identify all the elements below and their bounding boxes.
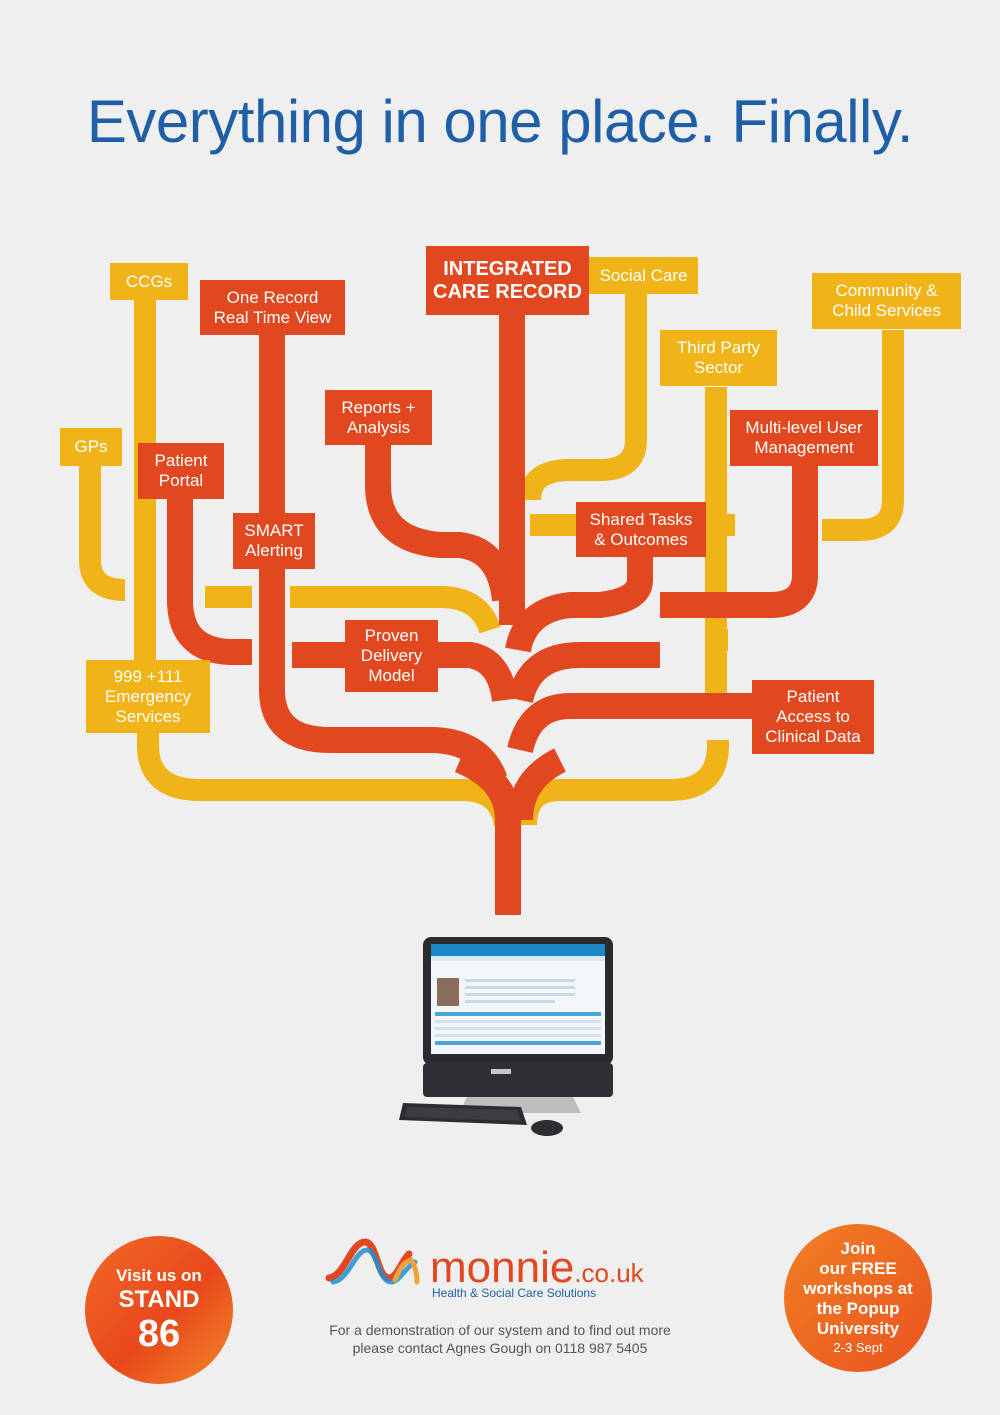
node-patient-portal: Patient Portal [138,443,224,499]
branch-yellow-left2 [290,586,501,634]
node-third-party: Third Party Sector [660,330,777,386]
contact-info: For a demonstration of our system and to… [200,1321,800,1357]
branch-proven-right [422,642,518,703]
node-multi-level: Multi-level User Management [730,410,878,466]
stand-badge-line1: Visit us on [116,1266,202,1285]
node-ccgs: CCGs [110,263,188,300]
node-proven-delivery: Proven Delivery Model [345,620,438,692]
workshop-dates: 2-3 Sept [833,1340,883,1355]
stand-badge-line2: STAND [118,1286,200,1313]
stand-badge: Visit us on STAND 86 [85,1236,233,1384]
branch-reports [365,440,518,602]
monitor-icon [423,937,613,1113]
brand-tld: .co.uk [574,1258,644,1288]
monnie-logo-wave [325,1238,420,1285]
node-smart-alerting: SMART Alerting [233,513,315,569]
branch-one-record [259,335,508,786]
branch-community [822,330,904,541]
node-community: Community & Child Services [812,273,961,329]
node-shared-tasks: Shared Tasks & Outcomes [576,502,706,557]
branch-multi-level [660,465,818,618]
workshop-line-2: our FREE [819,1259,897,1278]
branch-social-care [519,290,647,501]
workshop-line-4: the Popup [816,1299,900,1318]
workshop-line-1: Join [840,1239,876,1258]
branch-shared [505,555,653,653]
brand-tagline: Health & Social Care Solutions [432,1286,597,1300]
node-reports: Reports + Analysis [325,390,432,445]
node-social-care: Social Care [589,257,698,294]
branch-gps [79,462,126,601]
branch-patient-portal [167,492,252,665]
node-emergency: 999 +111 Emergency Services [86,660,210,733]
branch-join-right [507,642,660,704]
brand-name: monnie.co.uk [430,1243,644,1292]
node-integrated-care-record: INTEGRATED CARE RECORD [426,246,589,315]
branch-trunk-right [507,748,567,821]
workshop-line-5: University [816,1319,900,1338]
mouse-icon [531,1120,563,1136]
branch-patient-access [507,693,758,754]
workshop-line-3: workshops at [803,1279,913,1298]
computer-illustration [399,937,613,1136]
node-one-record: One Record Real Time View [200,280,345,335]
node-patient-access: Patient Access to Clinical Data [752,680,874,754]
contact-line-1: For a demonstration of our system and to… [329,1322,671,1338]
brand-logo: monnie.co.uk Health & Social Care Soluti… [320,1228,680,1308]
node-gps: GPs [60,428,122,466]
contact-line-2: please contact Agnes Gough on 0118 987 5… [352,1340,648,1356]
stand-badge-number: 86 [137,1313,181,1355]
keyboard-icon [399,1103,527,1125]
workshop-badge: Join our FREE workshops at the Popup Uni… [784,1224,932,1372]
page-title: Everything in one place. Finally. [86,88,914,155]
